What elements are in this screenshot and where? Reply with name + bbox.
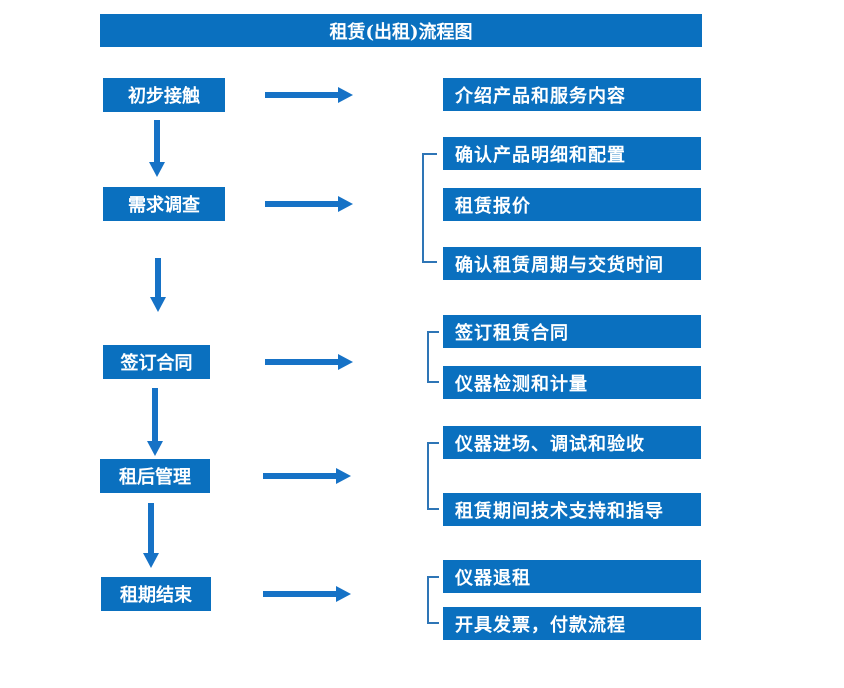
item-box-introduce-products: 介绍产品和服务内容 [443, 78, 701, 111]
right-arrow-icon [265, 196, 353, 212]
item-box-instrument-testing: 仪器检测和计量 [443, 366, 701, 399]
right-arrow-icon [265, 87, 353, 103]
group-bracket [427, 442, 439, 510]
right-arrow-icon [265, 354, 353, 370]
item-box-confirm-rental-period: 确认租赁周期与交货时间 [443, 247, 701, 280]
item-box-instrument-return: 仪器退租 [443, 560, 701, 593]
flowchart-title: 租赁(出租)流程图 [100, 14, 702, 47]
item-box-sign-rental-contract: 签订租赁合同 [443, 315, 701, 348]
step-box-demand-survey: 需求调查 [103, 187, 225, 221]
down-arrow-icon [143, 503, 159, 568]
item-box-invoice-payment: 开具发票，付款流程 [443, 607, 701, 640]
down-arrow-icon [150, 258, 166, 312]
down-arrow-icon [147, 388, 163, 456]
item-box-confirm-product-details: 确认产品明细和配置 [443, 137, 701, 170]
step-box-sign-contract: 签订合同 [103, 345, 210, 379]
right-arrow-icon [263, 586, 351, 602]
group-bracket [427, 331, 439, 383]
item-box-instrument-setup-acceptance: 仪器进场、调试和验收 [443, 426, 701, 459]
step-box-initial-contact: 初步接触 [103, 78, 225, 112]
group-bracket [427, 576, 439, 624]
step-box-lease-end: 租期结束 [101, 577, 211, 611]
item-box-rental-quotation: 租赁报价 [443, 188, 701, 221]
step-box-post-rental-management: 租后管理 [100, 459, 210, 493]
down-arrow-icon [149, 120, 165, 177]
item-box-technical-support: 租赁期间技术支持和指导 [443, 493, 701, 526]
right-arrow-icon [263, 468, 351, 484]
group-bracket [422, 153, 437, 263]
